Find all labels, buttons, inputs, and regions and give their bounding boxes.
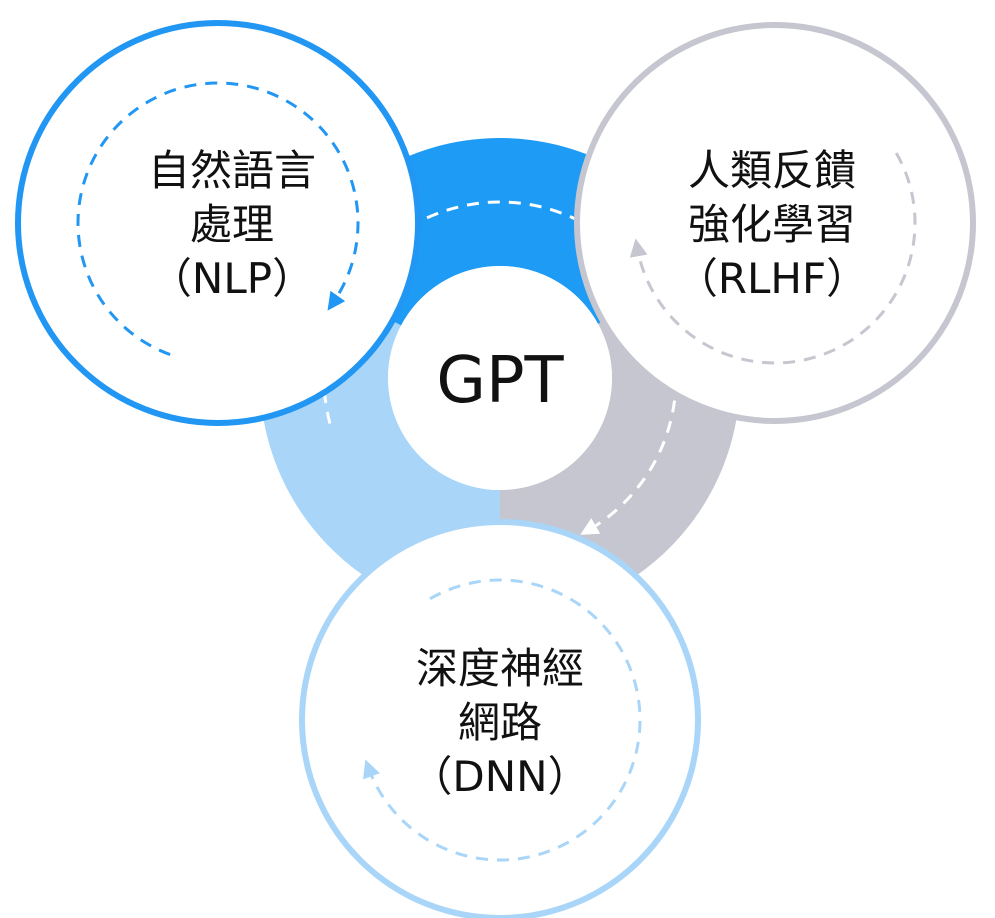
node-label-dnn: 網路 [458,698,542,747]
node-label-dnn: 深度神經 [416,644,584,693]
node-label-rlhf: 強化學習 [688,200,856,249]
node-label-rlhf: （RLHF） [676,254,868,303]
node-label-nlp: （NLP） [150,254,314,303]
node-label-nlp: 自然語言 [148,146,316,195]
cycle-arrow-icon [629,152,917,365]
node-label-rlhf: 人類反饋 [688,146,856,195]
node-label-dnn: （DNN） [410,752,589,801]
center-label: GPT [436,344,564,418]
flow-arrow-icon [580,317,678,535]
cycle-arrow-icon [363,578,642,862]
node-label-nlp: 處理 [190,200,274,249]
cycle-arrow-icon [76,81,360,356]
center-circle [388,266,612,490]
